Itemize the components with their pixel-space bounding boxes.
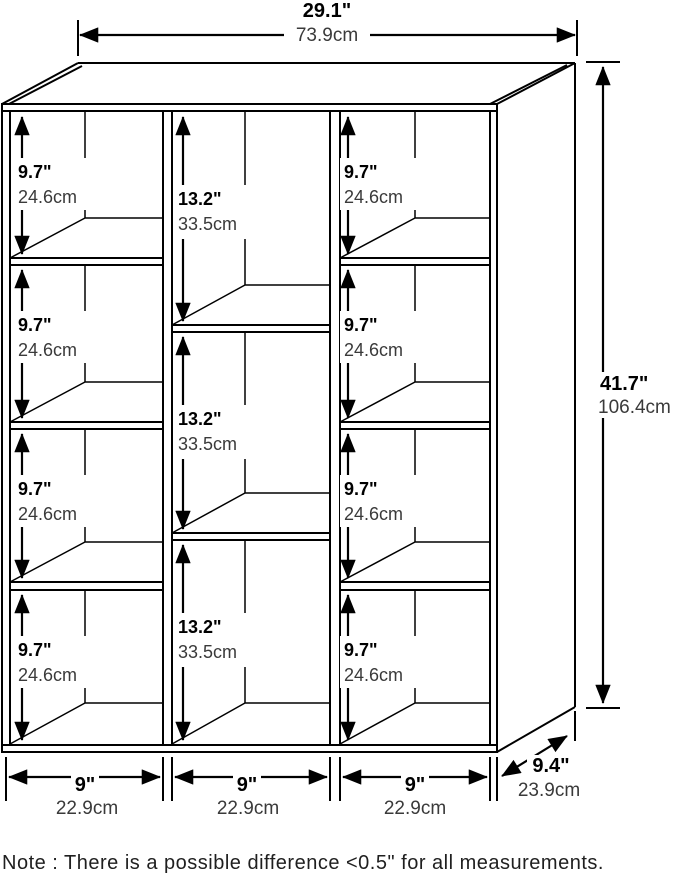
dimension-arrows	[8, 27, 611, 785]
cell-right-1-cm: 24.6cm	[344, 187, 403, 207]
cell-left-3-inch: 9.7"	[18, 479, 52, 499]
cell-middle-1-cm: 33.5cm	[178, 214, 237, 234]
extension-lines	[5, 20, 620, 801]
bottom-width-right-inch: 9"	[405, 774, 426, 796]
height-inch-label: 41.7"	[600, 373, 648, 395]
cell-middle-1-inch: 13.2"	[178, 189, 222, 209]
label-backgrounds	[14, 25, 679, 791]
cell-left-1-cm: 24.6cm	[18, 187, 77, 207]
height-cm-label: 106.4cm	[598, 397, 671, 418]
cell-left-2-cm: 24.6cm	[18, 340, 77, 360]
bottom-width-middle-inch: 9"	[237, 774, 258, 796]
cell-right-2-inch: 9.7"	[344, 315, 378, 335]
cell-right-3-inch: 9.7"	[344, 479, 378, 499]
cell-right-3-cm: 24.6cm	[344, 504, 403, 524]
cell-right-4-cm: 24.6cm	[344, 665, 403, 685]
measurement-note: Note : There is a possible difference <0…	[2, 852, 604, 874]
width-cm-label: 73.9cm	[296, 25, 358, 46]
bottom-width-middle-cm: 22.9cm	[217, 798, 279, 819]
cell-left-1-inch: 9.7"	[18, 162, 52, 182]
cell-right-2-cm: 24.6cm	[344, 340, 403, 360]
cell-left-4-cm: 24.6cm	[18, 665, 77, 685]
depth-inch-label: 9.4"	[532, 755, 569, 777]
dimension-labels: 29.1" 73.9cm 41.7" 106.4cm 9.4" 23.9cm 9…	[18, 0, 671, 819]
bottom-width-right-cm: 22.9cm	[384, 798, 446, 819]
cell-middle-2-inch: 13.2"	[178, 409, 222, 429]
cell-middle-3-cm: 33.5cm	[178, 642, 237, 662]
bottom-width-left-inch: 9"	[75, 774, 96, 796]
top-and-side-panels	[1, 62, 576, 753]
shelves	[10, 257, 490, 591]
width-inch-label: 29.1"	[303, 0, 351, 22]
cell-middle-3-inch: 13.2"	[178, 617, 222, 637]
cell-left-3-cm: 24.6cm	[18, 504, 77, 524]
bottom-width-left-cm: 22.9cm	[56, 798, 118, 819]
dimension-ticks	[5, 20, 620, 801]
cell-left-4-inch: 9.7"	[18, 640, 52, 660]
cell-right-1-inch: 9.7"	[344, 162, 378, 182]
depth-cm-label: 23.9cm	[518, 780, 580, 801]
cell-left-2-inch: 9.7"	[18, 315, 52, 335]
cell-right-4-inch: 9.7"	[344, 640, 378, 660]
cell-middle-2-cm: 33.5cm	[178, 434, 237, 454]
